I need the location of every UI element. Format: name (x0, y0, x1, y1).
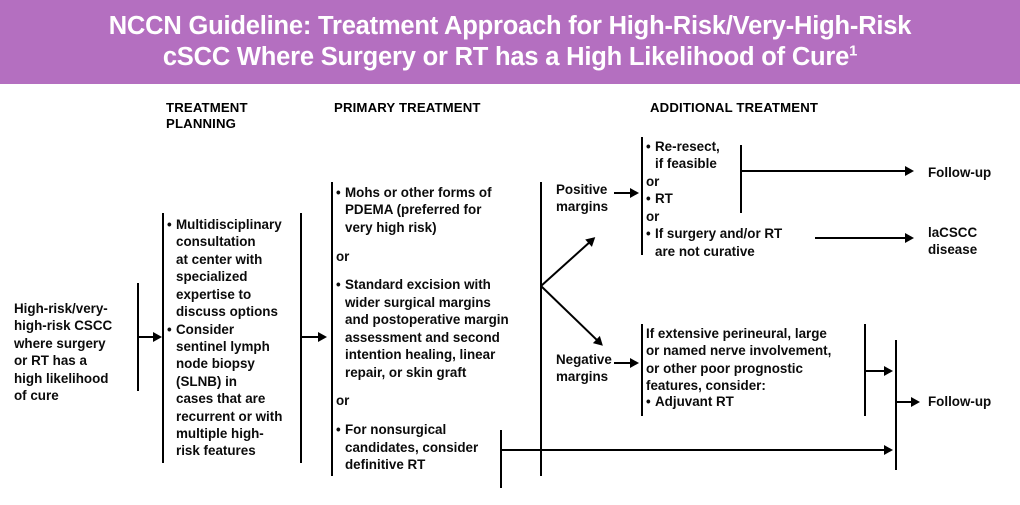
primary-treatment-option-2: Standard excision with wider surgical ma… (336, 276, 526, 381)
presentation-box-text: High-risk/very- high-risk CSCC where sur… (14, 301, 113, 404)
primary-treatment-connector-2: or (336, 393, 350, 409)
positive-margins-line (614, 192, 632, 194)
primary-treatment-option-1: Mohs or other forms of PDEMA (preferred … (336, 184, 526, 236)
primary-treatment-right-bracket (540, 182, 542, 476)
positive-branch-join-bracket (740, 145, 742, 213)
positive-branch-item-2: RT (646, 190, 826, 208)
outcome-followup-top: Follow-up (928, 165, 992, 180)
presentation-to-planning-line (137, 336, 155, 338)
branch-arrow-negative (540, 285, 607, 350)
not-curative-to-lacscc-line (815, 237, 907, 239)
negative-branch-to-join-arrowhead (884, 366, 893, 376)
margin-status-negative: Negative margins (556, 352, 612, 385)
nonsurgical-to-join-arrowhead (884, 445, 893, 455)
positive-branch-connector-2: or (646, 208, 660, 224)
outcome-la-cscc: laCSCC disease (928, 225, 978, 258)
negative-branch-item-1: Adjuvant RT (646, 393, 876, 411)
branch-arrow-positive (540, 233, 599, 287)
column-header-treatment-planning: TREATMENT PLANNING (166, 100, 248, 132)
treatment-planning-right-bracket (300, 213, 302, 463)
negative-branch-intro: If extensive perineural, large or named … (646, 326, 832, 394)
positive-branch-item-1: Re-resect, if feasible (646, 138, 826, 173)
positive-branch-connector-1: or (646, 173, 660, 189)
primary-treatment-list: Mohs or other forms of PDEMA (preferred … (336, 184, 526, 473)
final-join-to-followup-arrowhead (911, 397, 920, 407)
primary-spacer-2 (336, 265, 526, 276)
outcome-followup-bottom: Follow-up (928, 394, 992, 409)
title-footnote-marker: 1 (849, 43, 858, 60)
planning-to-primary-arrowhead (318, 332, 327, 342)
primary-treatment-connector-1: or (336, 248, 350, 264)
primary-treatment-option-3: For nonsurgical candidates, consider def… (336, 421, 526, 473)
positive-branch-to-followup-arrowhead (905, 166, 914, 176)
not-curative-to-lacscc-arrowhead (905, 233, 914, 243)
primary-spacer-1 (336, 236, 526, 247)
branch-arrow-positive-arrowhead (585, 233, 599, 247)
treatment-planning-item-2: Consider sentinel lymph node biopsy (SLN… (167, 321, 297, 460)
branch-arrow-negative-arrowhead (592, 335, 607, 350)
positive-margins-arrowhead (630, 188, 639, 198)
negative-branch-list: Adjuvant RT (646, 393, 876, 411)
negative-margins-line (614, 362, 632, 364)
column-header-additional-treatment: ADDITIONAL TREATMENT (650, 100, 819, 115)
primary-treatment-bracket-line (331, 182, 333, 476)
final-join-to-followup-line (895, 401, 913, 403)
planning-to-primary-line (300, 336, 320, 338)
presentation-to-planning-arrowhead (153, 332, 162, 342)
primary-spacer-4 (336, 410, 526, 421)
negative-branch-to-join-line (864, 370, 890, 372)
positive-branch-bracket-line (641, 137, 643, 255)
column-header-primary-treatment: PRIMARY TREATMENT (334, 100, 481, 115)
title-line-2: cSCC Where Surgery or RT has a High Like… (162, 43, 850, 71)
title-banner: NCCN Guideline: Treatment Approach for H… (0, 0, 1020, 84)
margin-status-positive: Positive margins (556, 182, 609, 215)
treatment-planning-list: Multidisciplinary consultation at center… (167, 216, 297, 460)
negative-margins-arrowhead (630, 358, 639, 368)
treatment-planning-item-1: Multidisciplinary consultation at center… (167, 216, 297, 321)
negative-branch-bracket-line (641, 324, 643, 416)
nonsurgical-to-join-line (500, 449, 890, 451)
primary-spacer-3 (336, 381, 526, 392)
positive-branch-list: Re-resect, if feasible or RT or If surge… (646, 138, 826, 260)
positive-branch-item-3: If surgery and/or RT are not curative (646, 225, 826, 260)
final-join-bracket (895, 340, 897, 470)
positive-branch-to-followup-line (740, 170, 907, 172)
page-title: NCCN Guideline: Treatment Approach for H… (109, 11, 912, 74)
title-line-1: NCCN Guideline: Treatment Approach for H… (108, 11, 912, 40)
treatment-planning-bracket-line (162, 213, 164, 463)
nonsurgical-bracket-line (500, 430, 502, 488)
